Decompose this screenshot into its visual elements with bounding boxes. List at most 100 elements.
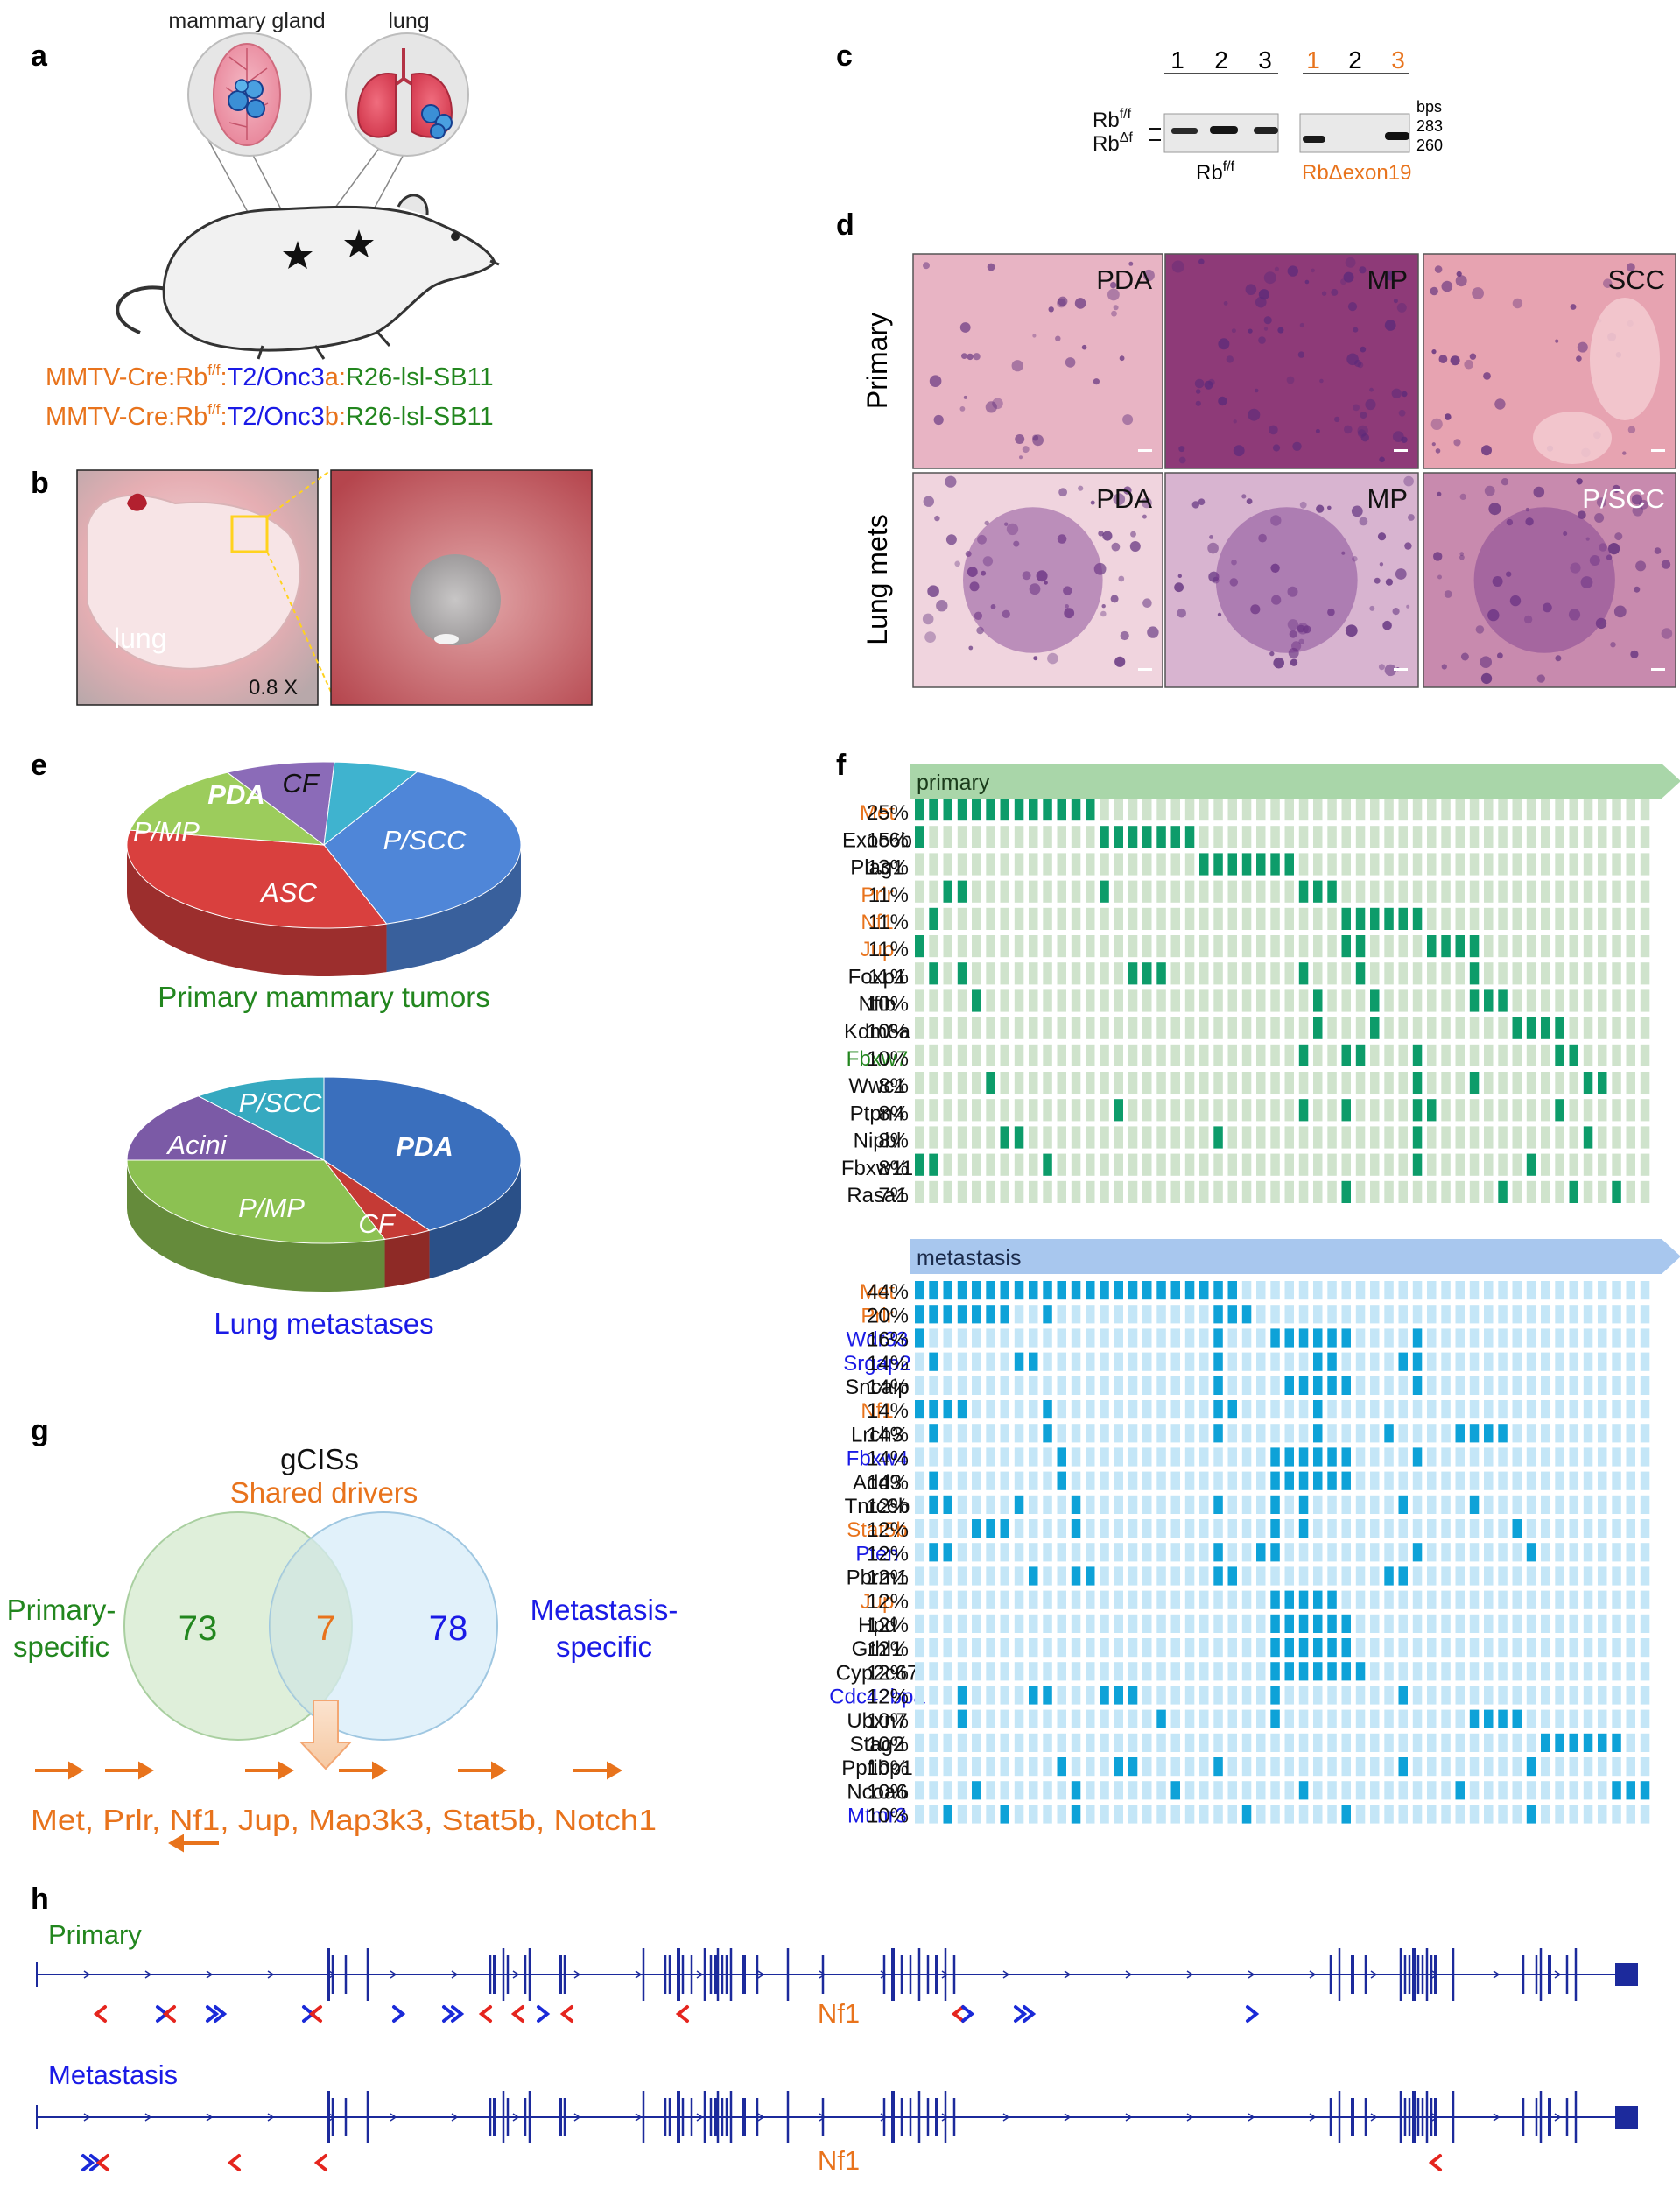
oncoprint-hit	[1341, 1805, 1351, 1824]
oncoprint-cell	[1555, 1495, 1564, 1514]
oncoprint-cell	[1170, 962, 1180, 985]
oncoprint-cell	[943, 1519, 952, 1538]
oncoprint-cell	[1398, 1590, 1408, 1609]
oncoprint-cell	[915, 1180, 924, 1203]
gene-label: Hpd	[858, 1614, 896, 1637]
oncoprint-cell	[1128, 1328, 1138, 1348]
oncoprint-cell	[1086, 989, 1095, 1012]
oncoprint-cell	[1427, 1662, 1437, 1681]
oncoprint-cell	[1043, 826, 1052, 848]
oncoprint-cell	[1526, 1400, 1536, 1419]
oncoprint-cell	[1526, 1126, 1536, 1149]
oncoprint-cell	[1313, 1805, 1323, 1824]
oncoprint-hit	[1270, 1495, 1280, 1514]
oncoprint-hit	[1213, 1328, 1223, 1348]
oncoprint-cell	[1427, 1400, 1437, 1419]
oncoprint-cell	[1128, 1733, 1138, 1752]
oncoprint-cell	[1370, 1566, 1380, 1586]
oncoprint-cell	[1583, 1638, 1593, 1658]
oncoprint-cell	[1484, 1153, 1494, 1176]
oncoprint-cell	[929, 1662, 938, 1681]
panel-label-h: h	[31, 1883, 49, 1916]
oncoprint-cell	[1241, 1709, 1252, 1728]
oncoprint-hit	[1298, 1495, 1309, 1514]
oncoprint-cell	[1213, 1709, 1223, 1728]
oncoprint-cell	[1313, 799, 1323, 821]
oncoprint-cell	[1640, 1044, 1650, 1066]
oncoprint-cell	[1498, 1352, 1508, 1371]
oncoprint-cell	[1128, 1305, 1138, 1324]
oncoprint-cell	[1598, 989, 1607, 1012]
oncoprint-cell	[986, 1662, 995, 1681]
insertion-reverse-icon	[95, 2154, 109, 2171]
oncoprint-cell	[1086, 1424, 1095, 1443]
oncoprint-hit	[915, 1400, 924, 1419]
track-label-metastasis: Metastasis	[48, 2059, 178, 2090]
oncoprint-hit	[1640, 1781, 1650, 1800]
oncoprint-cell	[1569, 1017, 1578, 1039]
oncoprint-cell	[1626, 1281, 1635, 1300]
oncoprint-hit	[986, 1519, 995, 1538]
oncoprint-hit	[1569, 1044, 1578, 1066]
oncoprint-hit	[943, 1400, 952, 1419]
oncoprint-cell	[915, 1543, 924, 1562]
oncoprint-cell	[1341, 1072, 1351, 1094]
oncoprint-cell	[1469, 1153, 1480, 1176]
oncoprint-cell	[1241, 1662, 1252, 1681]
oncoprint-cell	[1583, 1590, 1593, 1609]
oncoprint-cell	[1199, 1590, 1209, 1609]
oncoprint-cell	[1029, 1709, 1038, 1728]
oncoprint-cell	[1355, 1757, 1366, 1777]
oncoprint-cell	[1156, 1543, 1166, 1562]
oncoprint-cell	[1014, 1044, 1024, 1066]
oncoprint-hit	[986, 1281, 995, 1300]
lung-photo-label: lung	[114, 623, 167, 654]
oncoprint-cell	[1526, 1662, 1536, 1681]
oncoprint-hit	[1043, 1281, 1052, 1300]
oncoprint-cell	[1598, 1662, 1607, 1681]
oncoprint-cell	[1142, 1099, 1152, 1122]
oncoprint-cell	[1370, 826, 1380, 848]
oncoprint-cell	[1170, 799, 1180, 821]
oncoprint-cell	[943, 1614, 952, 1633]
oncoprint-cell	[1441, 1180, 1451, 1203]
oncoprint-cell	[972, 826, 981, 848]
oncoprint-cell	[929, 989, 938, 1012]
oncoprint-hit	[929, 1424, 938, 1443]
oncoprint-cell	[1100, 907, 1109, 930]
oncoprint-cell	[1114, 853, 1123, 876]
oncoprint-cell	[1441, 1281, 1451, 1300]
oncoprint-cell	[1398, 1376, 1408, 1395]
oncoprint-cell	[943, 962, 952, 985]
oncoprint-hit	[972, 1281, 981, 1300]
oncoprint-cell	[1384, 880, 1394, 903]
oncoprint-cell	[1441, 1781, 1451, 1800]
oncoprint-cell	[1398, 1281, 1408, 1300]
oncoprint-cell	[1256, 1400, 1266, 1419]
oncoprint-hit	[1213, 853, 1223, 876]
gene-percent: 10%	[867, 1733, 909, 1756]
oncoprint-cell	[1227, 1709, 1237, 1728]
oncoprint-cell	[1142, 853, 1152, 876]
oncoprint-cell	[929, 1519, 938, 1538]
oncoprint-hit	[1128, 1757, 1138, 1777]
oncoprint-cell	[1583, 1352, 1593, 1371]
oncoprint-cell	[1598, 1638, 1607, 1658]
oncoprint-cell	[1156, 989, 1166, 1012]
oncoprint-cell	[1170, 1757, 1180, 1777]
oncoprint-cell	[1057, 1376, 1066, 1395]
gene-percent: 16%	[867, 1328, 909, 1352]
oncoprint-cell	[1184, 1805, 1195, 1824]
oncoprint-cell	[1612, 1519, 1621, 1538]
oncoprint-hit	[1270, 1662, 1280, 1681]
oncoprint-hit	[1284, 1614, 1294, 1633]
oncoprint-cell	[1327, 853, 1337, 876]
oncoprint-hit	[1142, 962, 1152, 985]
oncoprint-cell	[1398, 1614, 1408, 1633]
oncoprint-cell	[1284, 1757, 1294, 1777]
oncoprint-cell	[943, 1781, 952, 1800]
oncoprint-cell	[1114, 1614, 1123, 1633]
oncoprint-cell	[1398, 989, 1408, 1012]
oncoprint-cell	[1114, 1424, 1123, 1443]
oncoprint-cell	[1313, 1733, 1323, 1752]
